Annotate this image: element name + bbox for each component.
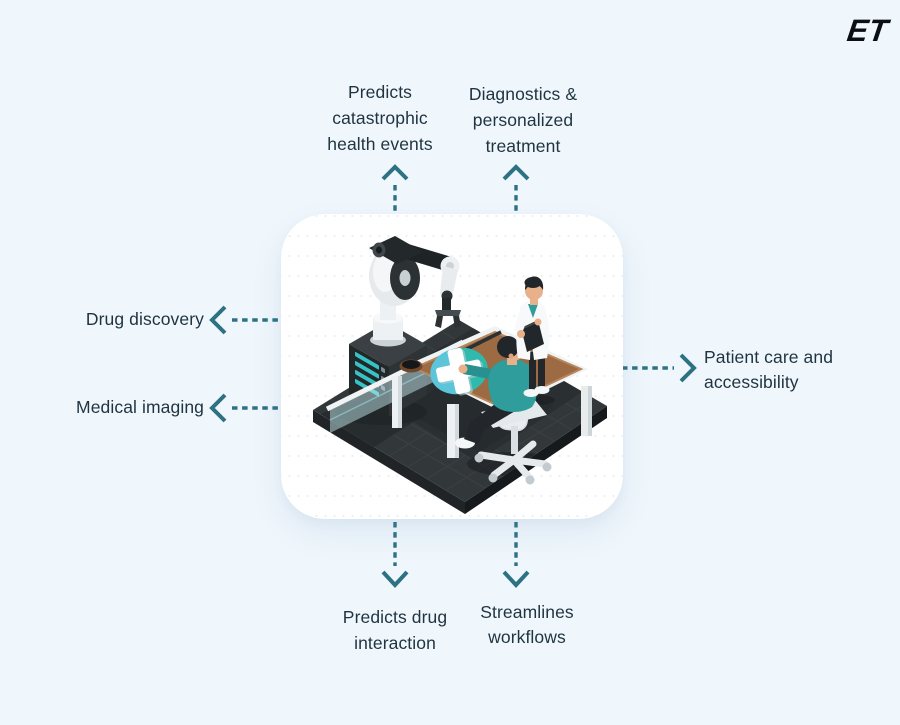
illustration-card — [281, 214, 623, 519]
robot-arm — [369, 236, 461, 347]
arrow-down-icon — [502, 522, 530, 588]
callout-diagnostics-treatment: Diagnostics & personalized treatment — [430, 81, 616, 159]
callout-line: health events — [327, 134, 433, 154]
callout-predicts-health-events: Predicts catastrophic health events — [287, 79, 473, 157]
arrow-up-icon — [502, 164, 530, 216]
callout-line: Drug discovery — [85, 309, 204, 329]
arrow-down-icon — [381, 522, 409, 588]
arrow-left-icon — [209, 393, 286, 423]
callout-line: accessibility — [704, 372, 799, 392]
arrow-right-icon — [622, 353, 697, 383]
callout-medical-imaging: Medical imaging — [18, 395, 204, 420]
callout-line: treatment — [485, 136, 561, 156]
healthcare-ai-illustration — [313, 236, 607, 514]
et-logo: ET — [844, 13, 891, 48]
callout-line: Predicts — [347, 82, 412, 102]
callout-line: Predicts drug — [342, 607, 448, 627]
callout-patient-care: Patient care and accessibility — [704, 345, 884, 395]
callout-line: workflows — [488, 627, 566, 647]
standing-doctor — [514, 276, 550, 397]
seated-clinician — [455, 336, 537, 449]
callout-line: Medical imaging — [76, 397, 204, 417]
bowl — [399, 359, 423, 373]
callout-line: catastrophic — [332, 108, 428, 128]
callout-line: Streamlines — [480, 602, 574, 622]
callout-line: Patient care and — [704, 347, 834, 367]
callout-line: interaction — [354, 633, 436, 653]
callout-streamlines-workflows: Streamlines workflows — [434, 600, 620, 650]
callout-drug-discovery: Drug discovery — [18, 307, 204, 332]
arrow-left-icon — [209, 305, 286, 335]
callout-line: Diagnostics & — [468, 84, 578, 104]
arrow-up-icon — [381, 164, 409, 216]
callout-line: personalized — [472, 110, 574, 130]
callout-predicts-drug-interaction: Predicts drug interaction — [302, 604, 488, 656]
